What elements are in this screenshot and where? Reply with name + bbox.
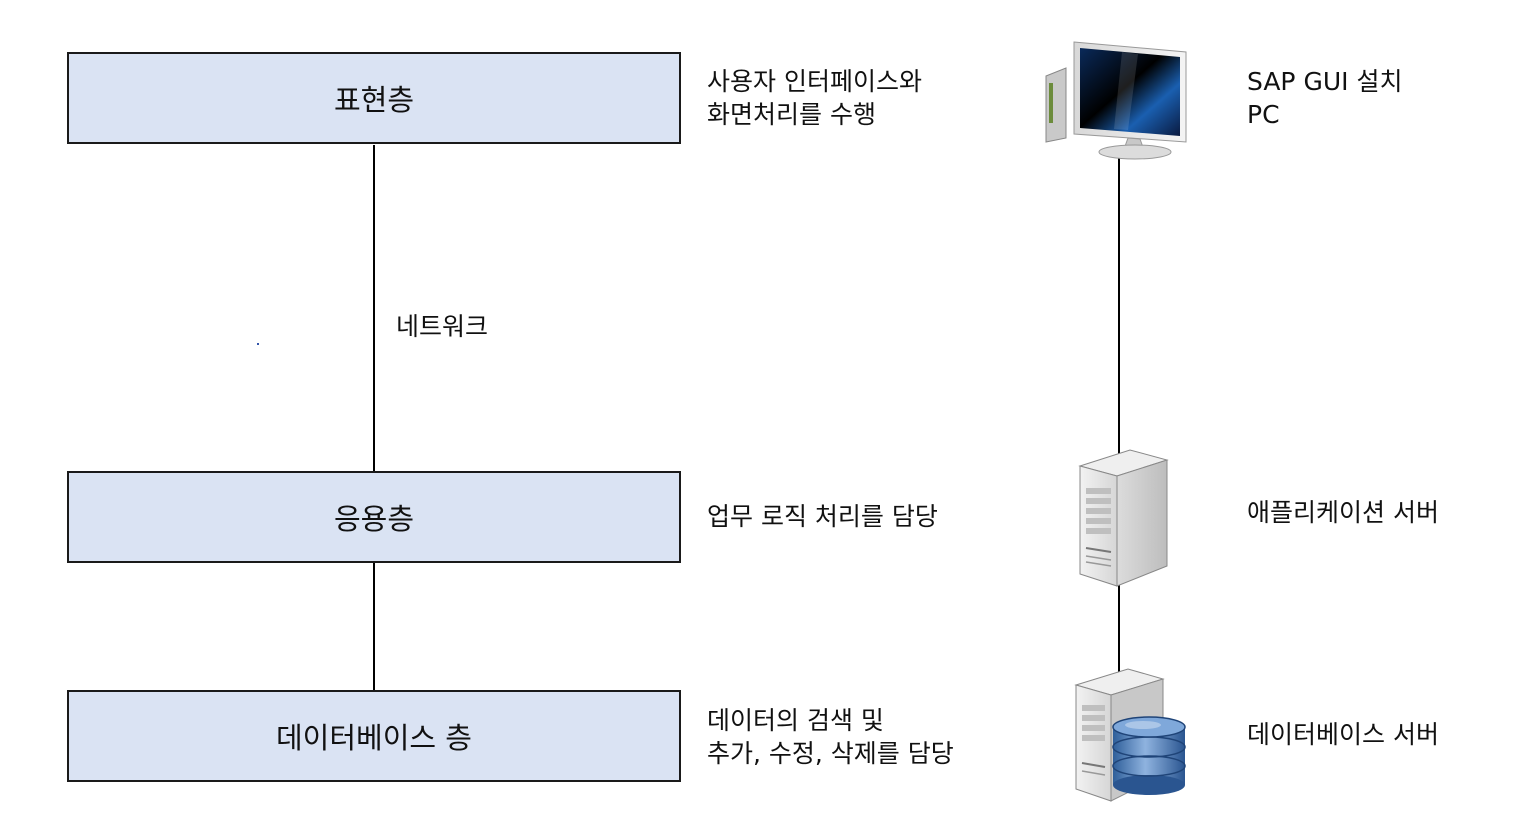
description-line: 화면처리를 수행 <box>707 100 876 129</box>
presentation-layer-box: 표현층 <box>67 52 681 144</box>
pc-device-label: SAP GUI 설치 PC <box>1247 65 1402 131</box>
application-layer-box: 응용층 <box>67 471 681 563</box>
network-label: 네트워크 <box>396 312 489 341</box>
description-line: 사용자 인터페이스와 <box>707 67 922 96</box>
application-layer-description: 업무 로직 처리를 담당 <box>707 500 938 533</box>
database-layer-box: 데이터베이스 층 <box>67 690 681 782</box>
connector-application-database <box>373 563 375 690</box>
description-line: 데이터의 검색 및 <box>707 706 884 735</box>
description-line: 추가, 수정, 삭제를 담당 <box>707 739 954 768</box>
database-server-icon <box>1074 668 1186 802</box>
device-label-line: SAP GUI 설치 <box>1247 67 1403 96</box>
database-layer-description: 데이터의 검색 및 추가, 수정, 삭제를 담당 <box>707 704 954 770</box>
connector-appserver-dbserver <box>1118 582 1120 672</box>
presentation-layer-description: 사용자 인터페이스와 화면처리를 수행 <box>707 65 922 131</box>
stray-dot <box>257 343 259 345</box>
device-label-line: PC <box>1247 100 1280 129</box>
connector-presentation-application <box>373 145 375 472</box>
device-label-line: 애플리케이션 서버 <box>1247 498 1439 527</box>
connector-pc-appserver <box>1118 150 1120 455</box>
computer-monitor-icon <box>1045 41 1187 160</box>
application-server-label: 애플리케이션 서버 <box>1247 496 1439 529</box>
description-line: 업무 로직 처리를 담당 <box>707 502 938 531</box>
device-label-line: 데이터베이스 서버 <box>1247 720 1439 749</box>
server-tower-icon <box>1078 449 1169 587</box>
database-server-label: 데이터베이스 서버 <box>1247 718 1439 751</box>
